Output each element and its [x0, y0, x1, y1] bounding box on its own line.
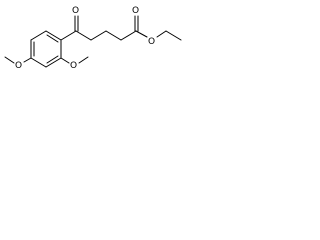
chemical-structure-diagram: O O O O O — [0, 0, 204, 75]
ortho-methyl-bond — [78, 56, 89, 64]
para-methyl-bond — [4, 56, 15, 64]
ortho-methoxy-oxygen-label: O — [70, 61, 77, 71]
propyl-chain — [75, 30, 137, 41]
carbonyl-to-ether-oxygen-bond — [135, 30, 148, 38]
ring-to-para-oxygen-bond — [23, 57, 32, 63]
ring-to-ortho-oxygen-bond — [60, 57, 70, 64]
ketone-oxygen-label: O — [72, 6, 79, 16]
ester-ether-oxygen-label: O — [148, 37, 155, 47]
ring-to-carbonyl-bond — [60, 30, 77, 41]
ethyl-group — [156, 30, 182, 41]
para-methoxy-oxygen-label: O — [15, 61, 22, 71]
ester-carbonyl-oxygen-label: O — [132, 6, 139, 16]
benzene-ring — [30, 30, 62, 68]
